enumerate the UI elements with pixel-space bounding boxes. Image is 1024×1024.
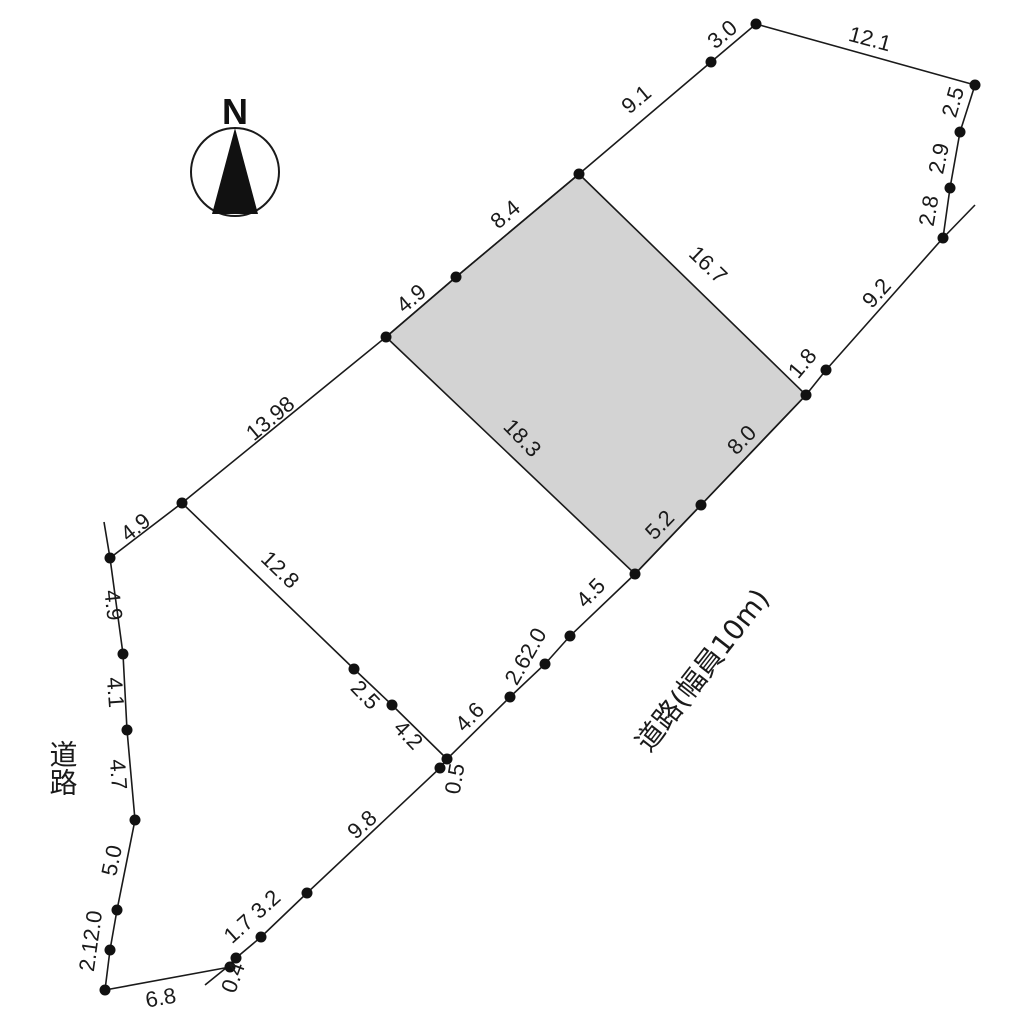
survey-point (441, 753, 453, 765)
left-upper-boundary (109, 502, 183, 559)
dim-label: 1.8 (783, 343, 822, 383)
dim-label: 2.5 (346, 675, 385, 714)
dim-label: 16.7 (684, 241, 732, 289)
survey-points (99, 18, 981, 996)
survey-point (564, 630, 576, 642)
survey-point (434, 762, 446, 774)
survey-point (104, 552, 116, 564)
survey-point (504, 691, 516, 703)
survey-point (629, 568, 641, 580)
survey-point (255, 931, 267, 943)
survey-point (800, 389, 812, 401)
dim-label: 9.2 (857, 273, 896, 312)
survey-point (573, 168, 585, 180)
dim-label: 2.8 (914, 193, 944, 227)
dim-label: 4.1 (102, 676, 129, 708)
survey-point (117, 648, 129, 660)
dim-label: 6.8 (143, 983, 177, 1013)
front-road-extension (204, 967, 227, 986)
survey-point (104, 944, 116, 956)
survey-point (176, 497, 188, 509)
dim-label: 2.9 (923, 141, 954, 176)
survey-point (348, 663, 360, 675)
survey-point (695, 499, 707, 511)
side-road-label: 道路 (46, 740, 79, 796)
dim-label: 3.0 (702, 15, 742, 54)
dim-label: 0.4 (216, 959, 250, 996)
survey-point (750, 18, 762, 30)
side-road-extension (103, 521, 111, 559)
dim-label: 4.6 (450, 697, 489, 736)
survey-point (539, 658, 551, 670)
inner-boundary (181, 502, 448, 760)
survey-point (944, 182, 956, 194)
survey-point (224, 961, 236, 973)
survey-point (386, 699, 398, 711)
survey-point (450, 271, 462, 283)
dim-label: 9.8 (342, 805, 381, 844)
survey-point (969, 79, 981, 91)
front-road-label: 道路(幅員10m) (629, 582, 776, 757)
survey-point (937, 232, 949, 244)
survey-point (301, 887, 313, 899)
survey-point (954, 126, 966, 138)
dim-label: 13.98 (241, 391, 299, 446)
dimension-labels: 3.0 12.1 9.1 2.5 2.9 2.8 8.4 4.9 16.7 18… (74, 15, 969, 1013)
dim-label: 4.5 (571, 573, 610, 612)
survey-point (705, 56, 717, 68)
survey-point (230, 952, 242, 964)
survey-point (129, 814, 141, 826)
dim-label: 4.9 (116, 508, 155, 547)
north-label: N (222, 91, 248, 132)
dim-label: 2.12.0 (74, 909, 107, 973)
highlighted-lot (384, 172, 808, 576)
dim-label: 5.0 (96, 843, 127, 878)
survey-point (111, 904, 123, 916)
north-compass: N (190, 91, 280, 217)
dim-label: 1.7 3.2 (219, 885, 286, 949)
dim-label: 12.8 (256, 546, 304, 594)
survey-point (121, 724, 133, 736)
north-arrow-icon (212, 128, 258, 214)
survey-point (380, 331, 392, 343)
survey-point (820, 364, 832, 376)
right-boundary (805, 84, 976, 396)
survey-point (99, 984, 111, 996)
dim-label: 2.62.0 (499, 624, 551, 689)
right-road-extension (942, 204, 976, 239)
dim-label: 4.2 (389, 715, 428, 754)
bottom-boundary (104, 966, 231, 991)
dim-label: 0.5 (440, 761, 470, 795)
dim-label: 4.7 (105, 758, 132, 790)
dim-label: 2.5 (937, 84, 969, 120)
dim-label: 4.9 (99, 589, 127, 622)
